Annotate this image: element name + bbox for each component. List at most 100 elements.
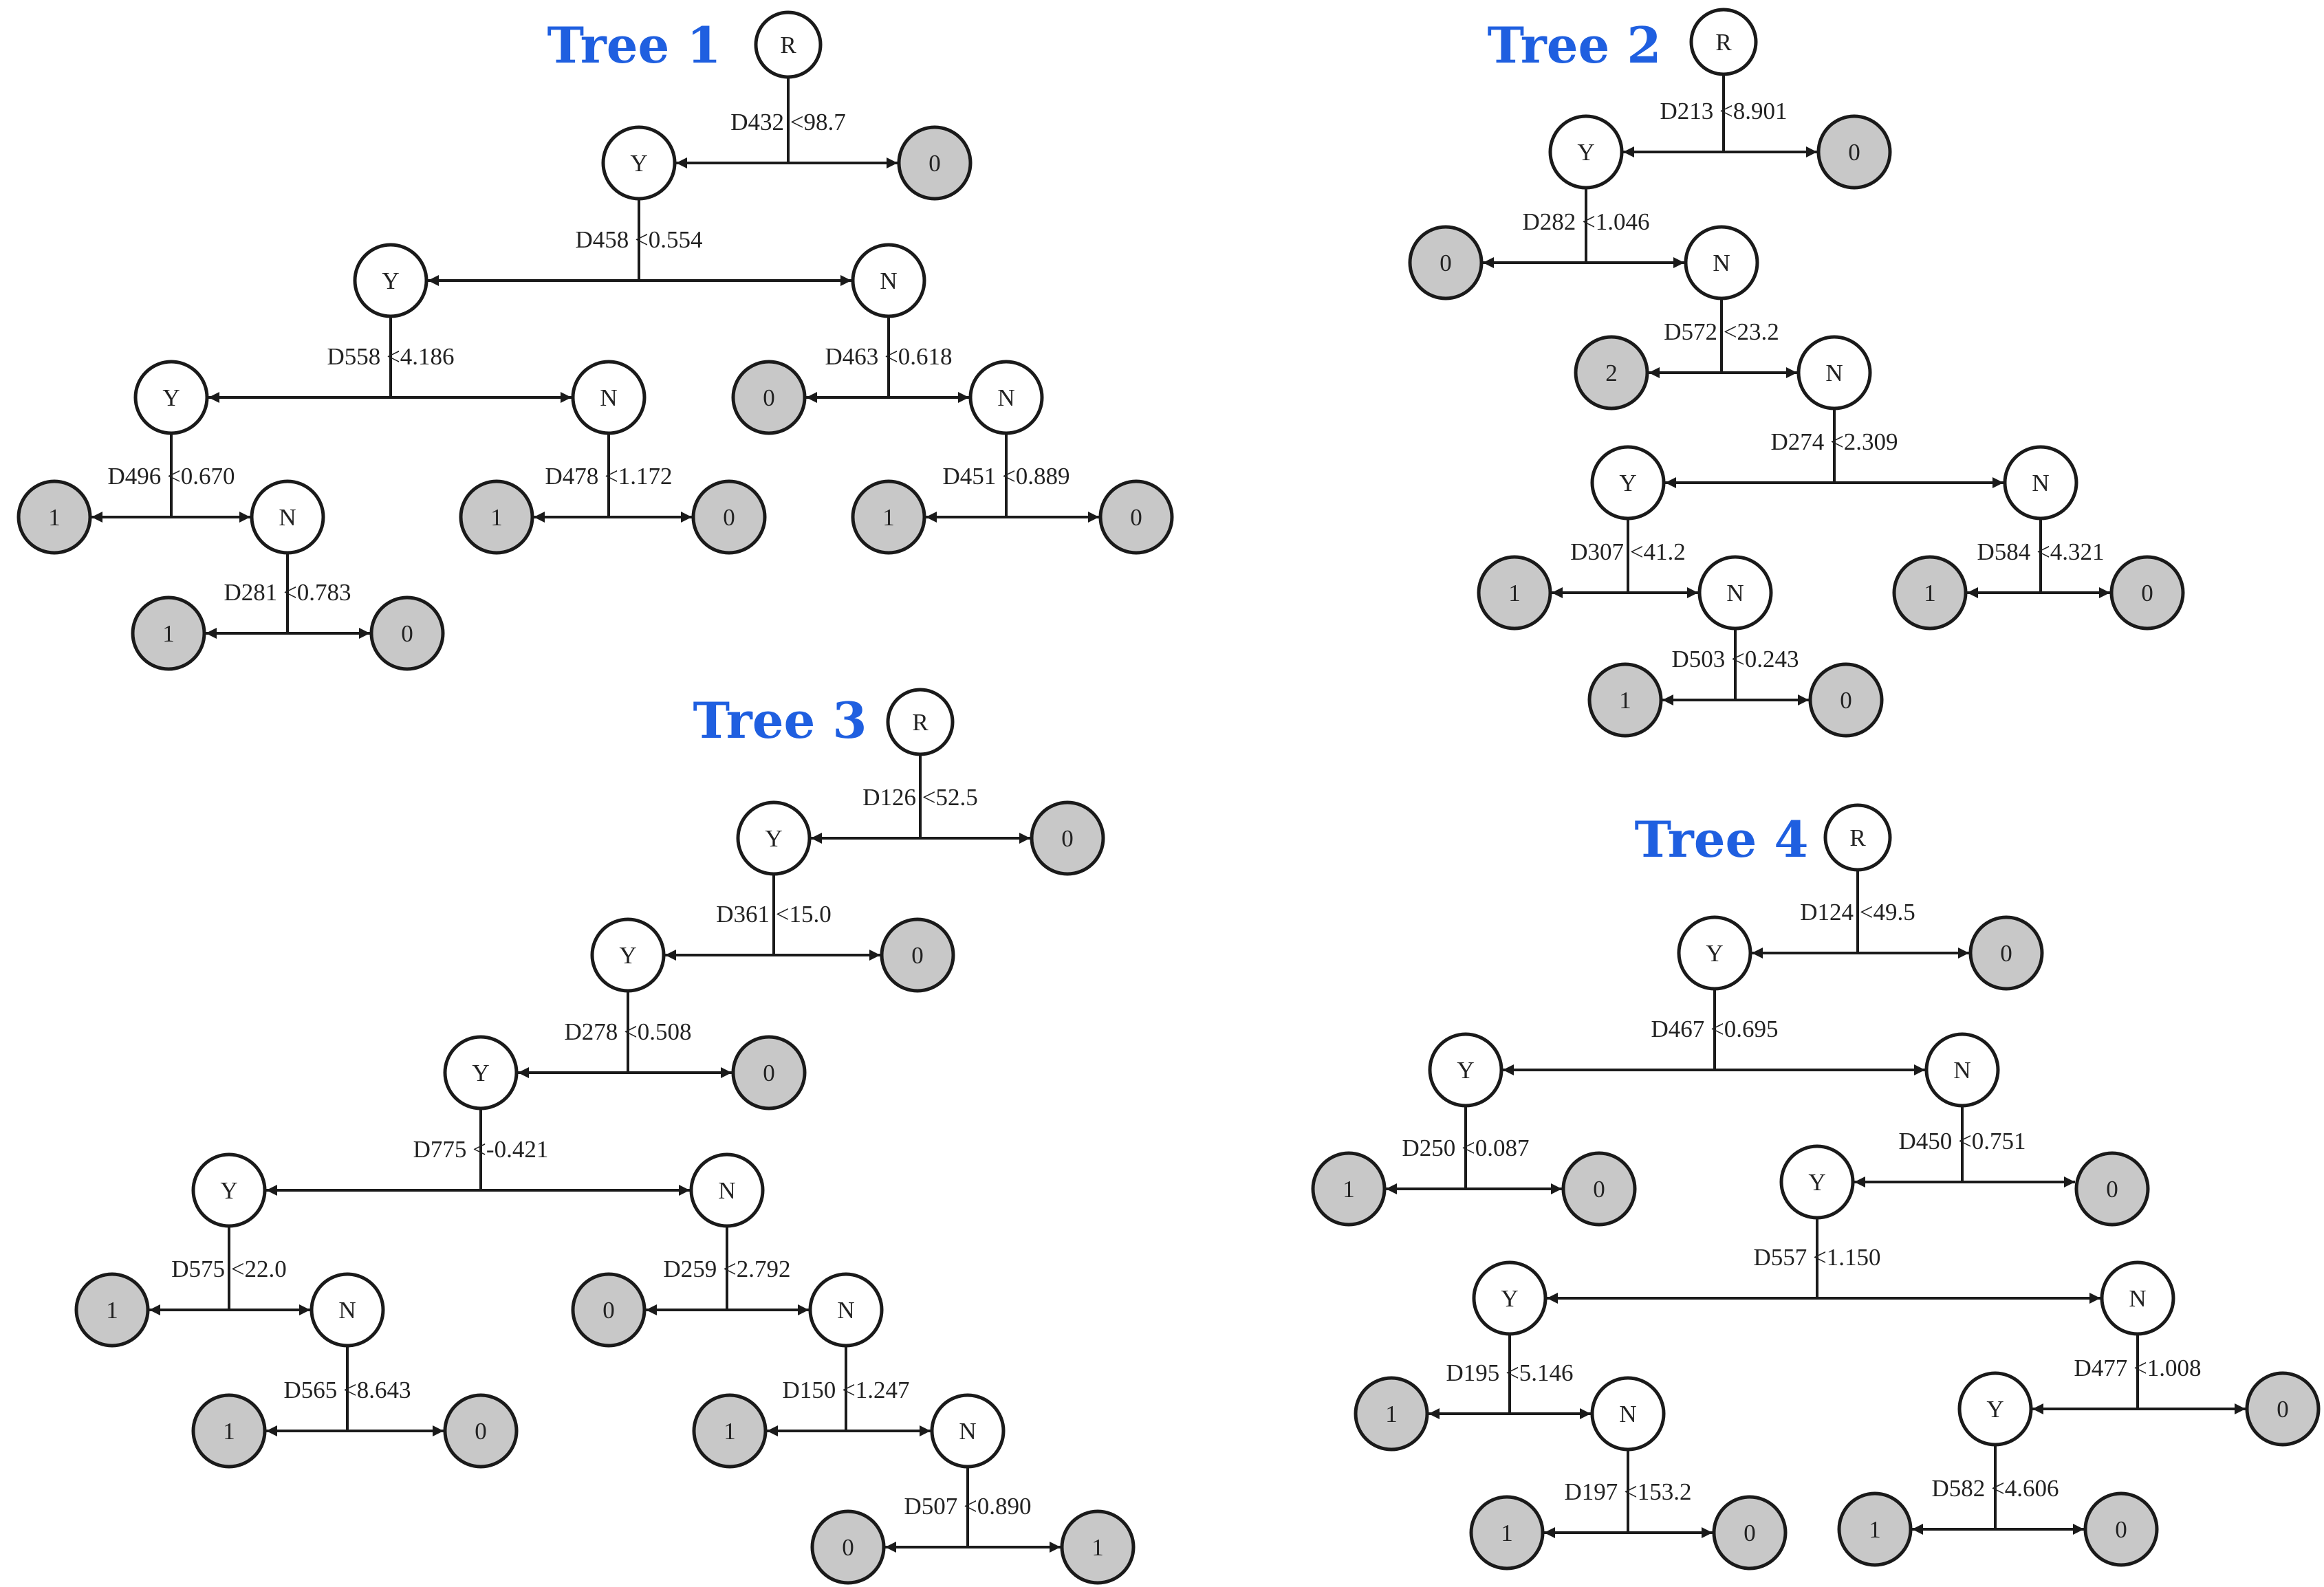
arrow-right-icon	[239, 512, 250, 523]
leaf-node-circle	[1060, 1509, 1136, 1585]
t4-split-9-condition: D582 <4.606	[1931, 1475, 2059, 1502]
leaf-node-circle	[1354, 1376, 1429, 1452]
arrow-right-icon	[887, 157, 898, 168]
root-node-circle	[1689, 8, 1758, 76]
t2-split-1-connector	[1623, 74, 1817, 157]
t2-leaf-node: 0	[1816, 114, 1892, 190]
internal-node-label: N	[959, 1418, 976, 1445]
leaf-node-circle	[1561, 1151, 1637, 1227]
t2-leaf-node: 0	[1408, 225, 1484, 300]
t3-split-6-condition: D259 <2.792	[663, 1256, 790, 1282]
t2-split-7-condition: D503 <0.243	[1671, 646, 1799, 672]
t1-split-3-connector	[208, 316, 572, 403]
t1-internal-node: N	[968, 360, 1044, 435]
internal-node-circle	[353, 243, 428, 318]
root-node-label: R	[780, 32, 796, 58]
leaf-node-circle	[191, 1393, 267, 1469]
arrow-left-icon	[1503, 1064, 1514, 1075]
internal-node-circle	[1548, 114, 1624, 190]
t2-split-2-connector	[1483, 188, 1684, 268]
leaf-node-circle	[1712, 1495, 1788, 1570]
arrow-left-icon	[1752, 948, 1763, 959]
leaf-node-label: 1	[162, 620, 175, 647]
t3-split-7-connector	[266, 1346, 444, 1436]
t2-leaf-node: 2	[1574, 335, 1649, 411]
t4-internal-node: N	[1590, 1376, 1666, 1452]
tree-2-title: Tree 2	[1487, 16, 1661, 74]
t4-internal-node: N	[1924, 1032, 2000, 1108]
arrow-right-icon	[2064, 1176, 2075, 1187]
t3-split-6-connector	[646, 1226, 809, 1315]
t1-split-5-condition: D496 <0.670	[107, 463, 235, 490]
t2-split-4-condition: D274 <2.309	[1770, 428, 1898, 455]
t3-leaf-node: 0	[810, 1509, 886, 1585]
t2-root-node: R	[1689, 8, 1758, 76]
t2-split-3-condition: D572 <23.2	[1664, 318, 1779, 345]
t2-split-4-connector	[1665, 408, 2003, 488]
t1-split-4-connector	[806, 316, 969, 403]
t4-internal-node: Y	[1779, 1144, 1855, 1220]
t1-internal-node: Y	[353, 243, 428, 318]
t4-leaf-node: 0	[1712, 1495, 1788, 1570]
t3-internal-node: Y	[590, 917, 666, 993]
internal-node-label: N	[338, 1297, 356, 1324]
internal-node-circle	[1472, 1260, 1547, 1336]
internal-node-label: N	[1825, 360, 1843, 386]
t3-leaf-node: 0	[443, 1393, 519, 1469]
t1-leaf-node: 0	[731, 360, 807, 435]
t1-internal-node: Y	[601, 125, 677, 201]
leaf-node-circle	[2245, 1371, 2321, 1447]
arrow-left-icon	[1662, 694, 1673, 705]
t3-split-3-condition: D278 <0.508	[564, 1018, 691, 1045]
t1-internal-node: N	[851, 243, 926, 318]
arrow-right-icon	[1798, 694, 1809, 705]
internal-node-label: N	[279, 504, 296, 531]
t3-leaf-node: 1	[74, 1272, 150, 1348]
t3-leaf-node: 1	[692, 1393, 768, 1469]
t3-split-5-condition: D575 <22.0	[171, 1256, 287, 1282]
t2-leaf-node: 0	[2109, 555, 2185, 631]
leaf-node-label: 1	[1385, 1401, 1398, 1427]
leaf-node-circle	[571, 1272, 647, 1348]
t1-split-7-connector	[926, 433, 1099, 523]
leaf-node-label: 1	[1092, 1534, 1104, 1561]
leaf-node-label: 1	[724, 1418, 736, 1445]
arrow-left-icon	[518, 1067, 529, 1078]
t2-internal-node: Y	[1590, 445, 1666, 521]
internal-node-label: Y	[1457, 1057, 1474, 1084]
leaf-node-circle	[1030, 800, 1105, 876]
arrow-left-icon	[2032, 1403, 2043, 1414]
arrow-right-icon	[1992, 477, 2003, 488]
arrow-right-icon	[679, 1185, 690, 1196]
arrow-right-icon	[958, 392, 969, 403]
leaf-node-circle	[1892, 555, 1968, 631]
arrow-right-icon	[840, 275, 851, 286]
leaf-node-circle	[692, 1393, 768, 1469]
arrow-right-icon	[721, 1067, 732, 1078]
t3-split-4-connector	[266, 1108, 690, 1196]
t4-internal-node: Y	[1957, 1371, 2033, 1447]
t1-split-4-condition: D463 <0.618	[825, 343, 952, 370]
arrow-right-icon	[1019, 833, 1030, 844]
arrow-left-icon	[885, 1542, 896, 1553]
arrow-left-icon	[1483, 257, 1494, 268]
t4-split-7-connector	[2032, 1334, 2246, 1414]
leaf-node-circle	[1816, 114, 1892, 190]
arrow-left-icon	[1967, 587, 1978, 598]
internal-node-circle	[1779, 1144, 1855, 1220]
leaf-node-label: 0	[763, 1060, 775, 1086]
t2-split-2-condition: D282 <1.046	[1522, 208, 1649, 235]
t4-split-6-condition: D195 <5.146	[1446, 1359, 1573, 1386]
t2-internal-node: Y	[1548, 114, 1624, 190]
t3-leaf-node: 0	[731, 1035, 807, 1110]
t1-split-7-condition: D451 <0.889	[942, 463, 1069, 490]
internal-node-label: Y	[619, 942, 636, 969]
internal-node-circle	[930, 1393, 1006, 1469]
internal-node-label: Y	[162, 384, 180, 411]
leaf-node-label: 0	[1848, 139, 1860, 166]
arrow-left-icon	[1649, 367, 1660, 378]
internal-node-circle	[851, 243, 926, 318]
t4-leaf-node: 0	[2245, 1371, 2321, 1447]
